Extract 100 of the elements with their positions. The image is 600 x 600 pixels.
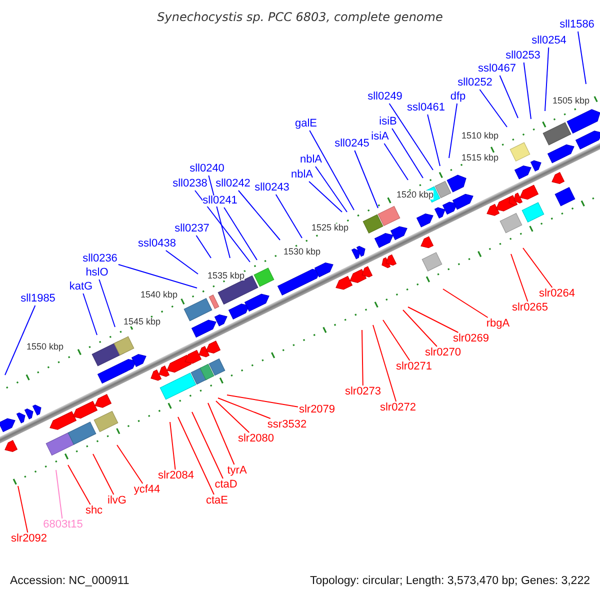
leader-line xyxy=(448,103,458,158)
genome-info-text: Topology: circular; Length: 3,573,470 bp; Genes: 3,222 xyxy=(310,576,590,588)
gene-label: slr2080 xyxy=(238,434,274,444)
gene-label: katG xyxy=(69,282,93,292)
leader-line xyxy=(275,194,302,238)
gene-label: rbgA xyxy=(486,318,510,330)
gene-label: slr0269 xyxy=(452,334,490,344)
leader-line xyxy=(382,320,410,361)
gene-label: sll0242 xyxy=(216,178,250,190)
leader-line xyxy=(384,143,408,180)
scale-label: 1530 kbp xyxy=(283,248,321,256)
leader-line xyxy=(309,130,354,210)
gene-label: sll0241 xyxy=(202,196,238,206)
gene-label: ssl0461 xyxy=(407,102,445,114)
gene-label: galE xyxy=(294,118,318,130)
gene-label: slr2079 xyxy=(298,404,336,416)
gene-label: ssl0467 xyxy=(478,64,516,74)
scale-label: 1520 kbp xyxy=(396,190,434,200)
gene-label: ssr3532 xyxy=(267,420,307,430)
leader-line xyxy=(98,279,116,328)
gene-label: slr0265 xyxy=(512,302,548,314)
gene-label: ctaD xyxy=(214,480,238,490)
leader-line xyxy=(208,175,230,258)
leader-line xyxy=(165,250,198,274)
leader-line xyxy=(208,402,235,465)
leader-line xyxy=(308,181,342,212)
gene-label: 6803t15 xyxy=(43,520,83,530)
gene-label: sll0238 xyxy=(172,178,208,190)
gene-label: ctaE xyxy=(206,496,228,506)
gene-label: sll0249 xyxy=(368,92,402,102)
scale-label: 1515 kbp xyxy=(461,154,499,162)
gene-label: dfp xyxy=(450,92,466,102)
leader-line xyxy=(170,422,176,470)
leader-line xyxy=(499,75,518,118)
leader-line xyxy=(68,464,91,505)
leader-line xyxy=(18,486,28,533)
scale-label: 1540 kbp xyxy=(140,290,178,300)
leader-line xyxy=(523,62,532,120)
leader-line xyxy=(388,103,434,170)
gene-label: slr0264 xyxy=(538,288,576,300)
leader-line xyxy=(226,394,298,408)
gene-label: ssl0438 xyxy=(138,238,176,250)
gene-label: slr0270 xyxy=(424,348,462,358)
leader-line xyxy=(544,47,550,112)
gene-label: ilvG xyxy=(108,496,126,506)
gene-label: sll1985 xyxy=(20,294,56,304)
gene-label: isiB xyxy=(379,116,397,128)
leader-line xyxy=(192,412,224,479)
scale-label: 1550 kbp xyxy=(26,342,64,352)
leader-line xyxy=(56,470,63,519)
gene-label: slr0271 xyxy=(396,362,432,372)
leader-line xyxy=(372,324,397,402)
scale-label: 1525 kbp xyxy=(311,224,349,232)
leader-line xyxy=(178,416,214,495)
leader-line xyxy=(354,150,378,208)
gene-label: nblA xyxy=(300,154,322,166)
leader-line xyxy=(392,128,424,178)
gene-label: sll0236 xyxy=(82,254,118,264)
gene-label: sll0254 xyxy=(532,36,566,46)
leader-line xyxy=(196,235,212,258)
leader-line xyxy=(224,207,258,260)
gene-label: sll0237 xyxy=(174,224,210,234)
gene-label: slr2092 xyxy=(10,534,48,544)
gene-label: sll0240 xyxy=(190,164,224,174)
gene-label: nblA xyxy=(290,170,314,180)
leader-line xyxy=(92,454,114,495)
scale-label: 1535 kbp xyxy=(207,272,245,280)
leader-line xyxy=(408,306,459,333)
gene-label: sll0253 xyxy=(506,50,540,62)
gene-label: sll0245 xyxy=(334,138,370,150)
leader-line xyxy=(116,444,144,484)
gene-label: slr0273 xyxy=(344,386,382,398)
leader-line xyxy=(216,400,250,433)
leader-line xyxy=(238,190,280,240)
title: Synechocystis sp. PCC 6803, complete genome xyxy=(157,11,443,23)
leader-line xyxy=(118,264,198,288)
leader-line xyxy=(4,305,36,376)
leader-line xyxy=(315,166,348,212)
leader-line xyxy=(82,293,98,336)
gene-label: sll1586 xyxy=(560,20,594,30)
leader-line xyxy=(578,31,586,84)
leader-line xyxy=(442,288,488,318)
accession-text: Accession: NC_000911 xyxy=(10,576,130,588)
leader-line xyxy=(402,310,438,347)
gene-label: hslO xyxy=(86,268,108,278)
leader-line xyxy=(218,398,271,419)
scale-label: 1510 kbp xyxy=(461,132,499,140)
gene-label: shc xyxy=(85,506,103,516)
leader-line xyxy=(194,190,250,262)
leader-line xyxy=(510,254,528,302)
leader-line xyxy=(522,248,553,288)
gene-label: sll0243 xyxy=(254,182,290,194)
gene-label: slr2084 xyxy=(158,470,194,482)
gene-label: sll0252 xyxy=(458,78,492,88)
leader-line xyxy=(479,89,508,128)
gene-label: isiA xyxy=(371,132,389,142)
leader-line xyxy=(427,114,440,166)
scale-label: 1545 kbp xyxy=(123,318,161,326)
leader-line xyxy=(362,330,364,386)
gene-label: tyrA xyxy=(227,466,247,476)
